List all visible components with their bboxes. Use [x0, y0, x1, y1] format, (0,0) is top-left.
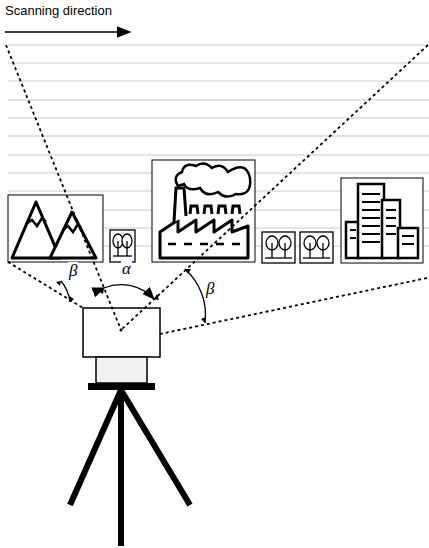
angle-arrowheads: [56, 269, 206, 323]
city-icon: [341, 178, 423, 263]
angle-label: α: [121, 260, 132, 277]
factory-icon: [152, 160, 255, 262]
scan-direction-label: Scanning direction: [5, 4, 112, 17]
field-of-view-lines: [6, 45, 428, 334]
direction-arrow: [5, 31, 130, 33]
angle-label: β: [205, 280, 215, 297]
scanner-tripod: [70, 308, 190, 546]
angle-label: β: [68, 262, 78, 279]
